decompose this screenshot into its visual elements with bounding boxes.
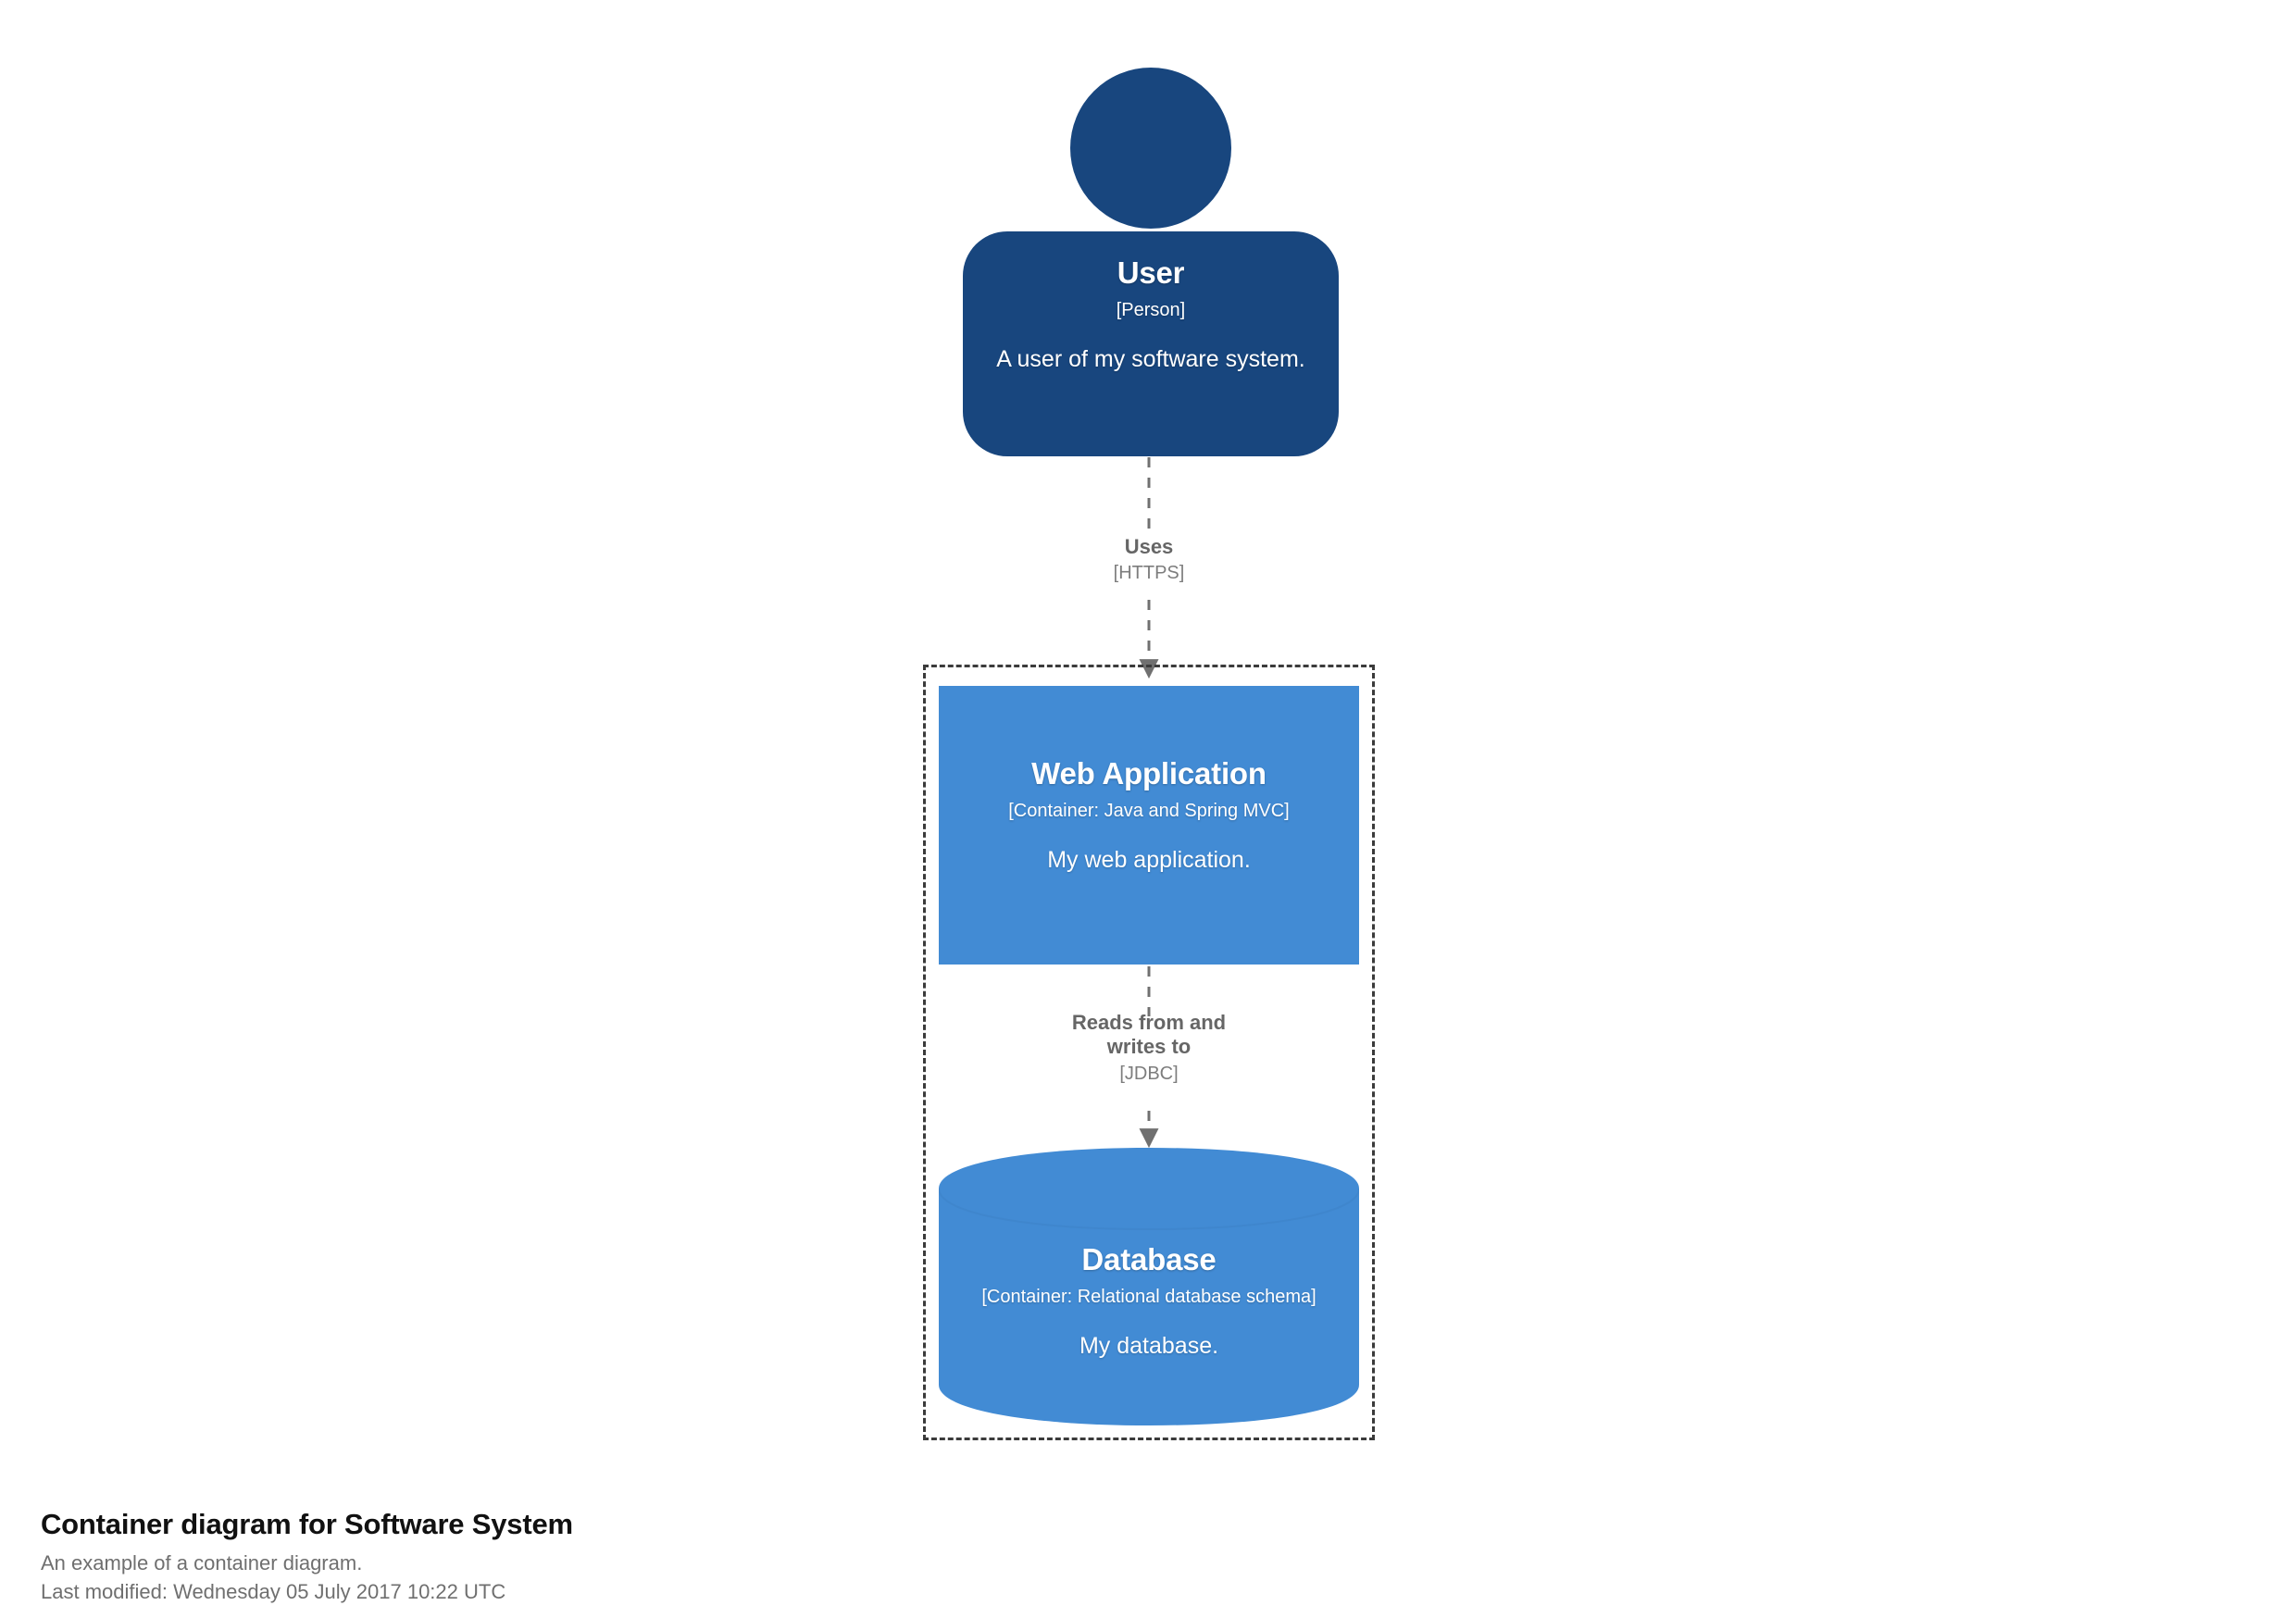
diagram-caption: Container diagram for Software System An… [41,1507,1152,1606]
diagram-subtitle: An example of a container diagram. [41,1550,363,1574]
diagram-title: Container diagram for Software System [41,1508,573,1540]
software-system-boundary [923,665,1375,1440]
element-database-text: Database [Container: Relational database… [939,1148,1359,1425]
relationship-tech-jdbc: [JDBC] [1119,1063,1179,1084]
element-user-name: User [1117,255,1185,290]
element-web-application-name: Web Application [1031,756,1267,790]
relationship-label-user-uses-webapp: Uses [HTTPS] [964,535,1334,584]
database-cylinder-shape [939,1148,1359,1425]
relationship-description-uses: Uses [1124,535,1174,558]
element-user-tech: [Person] [1116,299,1186,320]
element-web-application-description: My web application. [1047,846,1251,873]
element-user-text: User [Person] A user of my software syst… [963,231,1339,456]
relationship-label-webapp-reads-writes-db: Reads from and writes to [JDBC] [964,1011,1334,1085]
element-database-name: Database [1081,1242,1217,1276]
element-user-description: A user of my software system. [996,345,1305,372]
person-head-icon [1070,68,1231,229]
relationship-tech-https: [HTTPS] [1113,563,1185,584]
relationship-description-reads-writes: Reads from and writes to [1071,1011,1227,1059]
element-database-tech: [Container: Relational database schema] [981,1286,1316,1307]
element-web-application-tech: [Container: Java and Spring MVC] [1008,800,1290,821]
element-database[interactable]: Database [Container: Relational database… [939,1148,1359,1425]
diagram-last-modified: Last modified: Wednesday 05 July 2017 10… [41,1579,506,1603]
element-database-description: My database. [1079,1332,1219,1359]
element-user[interactable]: User [Person] A user of my software syst… [963,68,1339,456]
person-body-shape [963,231,1339,456]
element-web-application[interactable]: Web Application [Container: Java and Spr… [939,686,1359,965]
